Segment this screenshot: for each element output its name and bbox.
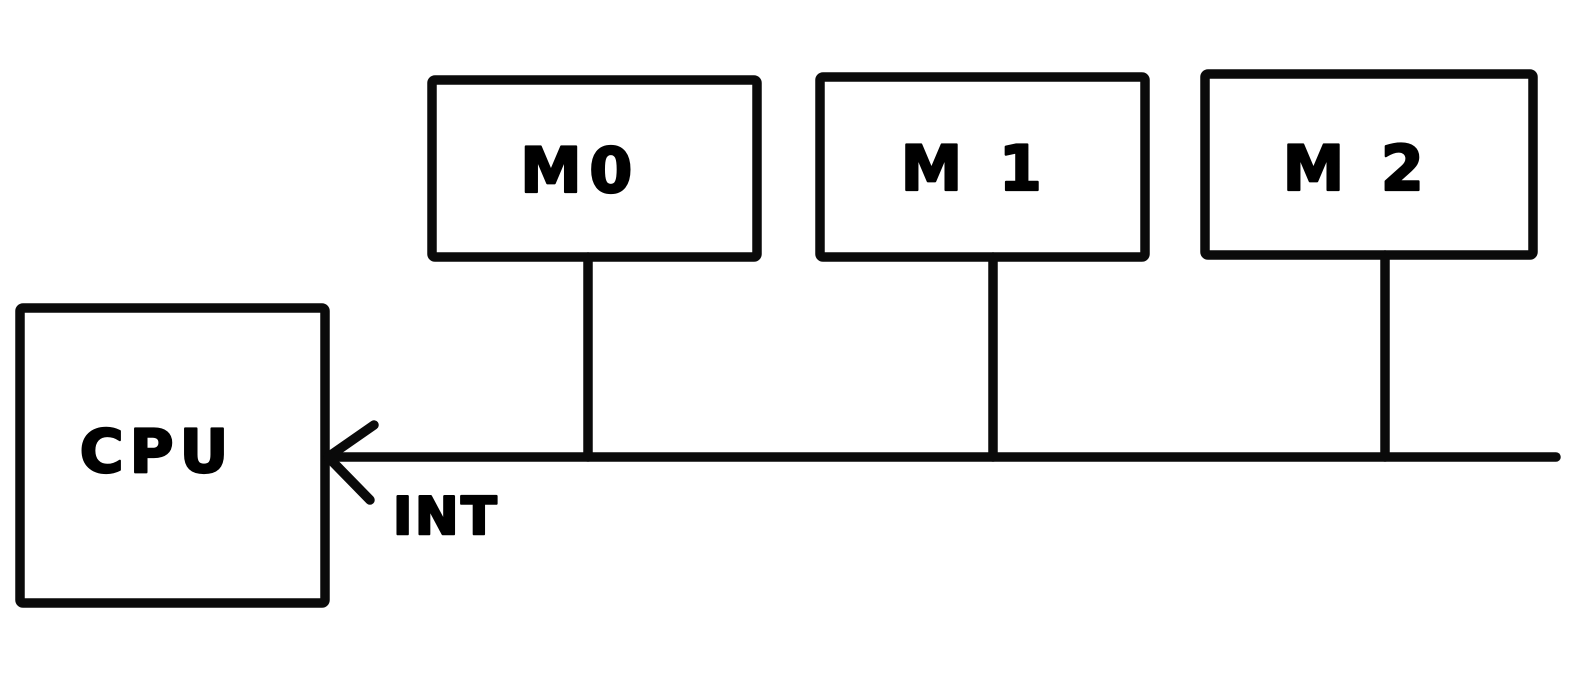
arrow-barb-lower [323, 452, 375, 505]
node-m1[interactable]: M 1 [815, 72, 1150, 262]
arrow-barb-upper [323, 420, 379, 462]
arrow-left-icon [323, 420, 379, 505]
cpu-label: CPU [80, 417, 235, 487]
node-m0[interactable]: M0 [427, 75, 762, 262]
m1-box[interactable] [815, 72, 1150, 262]
node-cpu[interactable]: CPU [15, 303, 330, 608]
node-m2[interactable]: M 2 [1200, 69, 1538, 260]
m2-label: M 2 [1283, 132, 1432, 205]
m0-label: M0 [520, 134, 640, 207]
m0-box[interactable] [427, 75, 762, 262]
m2-box[interactable] [1200, 69, 1538, 260]
int-label: INT [393, 487, 499, 547]
m1-label: M 1 [901, 132, 1050, 205]
